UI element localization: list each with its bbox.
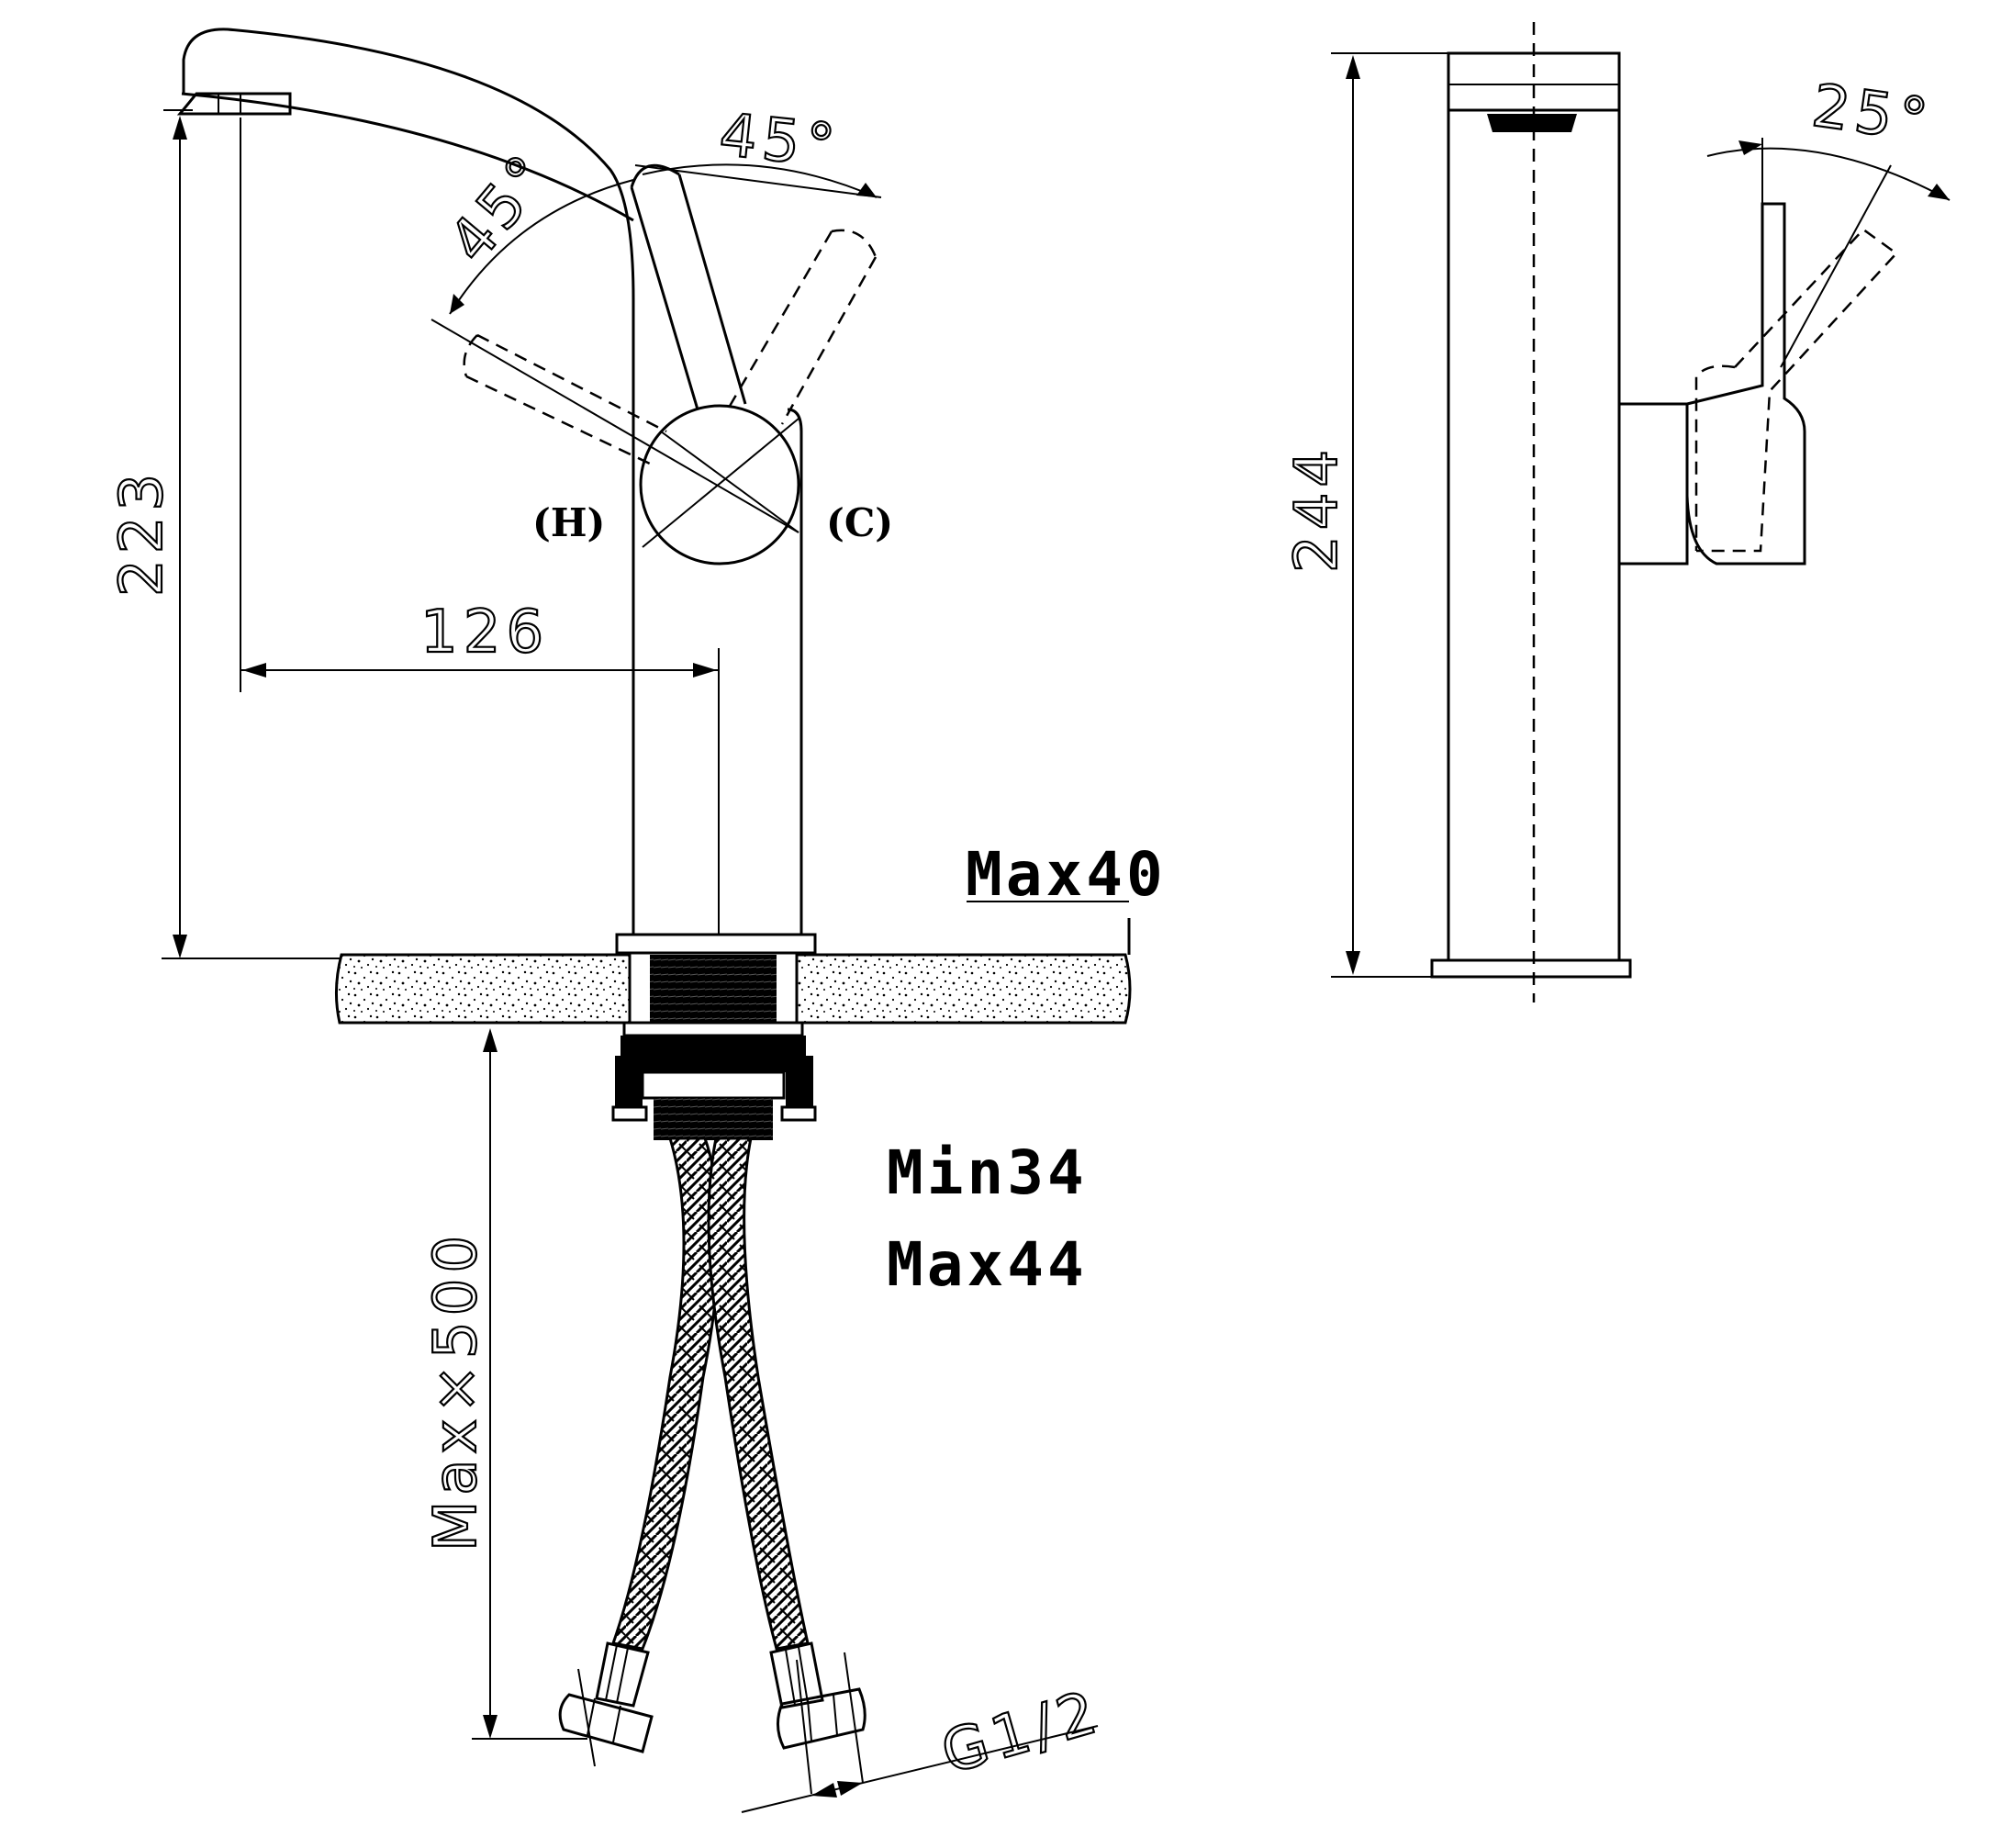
angle-right-label: 45° <box>716 101 843 181</box>
total-height-label: 244 <box>1283 444 1351 573</box>
countertop <box>334 901 1132 1025</box>
dim-reach-126 <box>240 118 719 692</box>
handle-lever <box>430 163 882 566</box>
reach-label: 126 <box>420 599 549 666</box>
hot-label: (H) <box>532 500 605 545</box>
side-handle <box>1617 202 1898 566</box>
connector-label: G1/2 <box>934 1678 1109 1788</box>
front-view: 45° 45° (H) (C) 223 126 Max40 Min34 Max4… <box>107 28 1167 1813</box>
dim-connector <box>741 1725 1099 1813</box>
handle-hub <box>639 404 800 566</box>
flexible-hoses <box>558 1137 866 1795</box>
hose-end-right <box>769 1641 866 1750</box>
dim-angle-side <box>1706 138 1951 368</box>
hose-length-label: Max×500 <box>422 1230 490 1551</box>
faucet-body <box>615 299 817 955</box>
height-label: 223 <box>108 468 176 597</box>
deck-max-label: Max40 <box>966 839 1167 910</box>
thread-min-label: Min34 <box>887 1137 1088 1208</box>
spout <box>176 28 635 300</box>
angle-side-label: 25° <box>1808 73 1937 157</box>
side-view: 25° 244 <box>1282 22 1951 1002</box>
angle-left-label: 45° <box>437 140 566 275</box>
dim-hose-length <box>472 1028 587 1740</box>
cold-label: (C) <box>826 500 893 545</box>
thread-max-label: Max44 <box>887 1229 1088 1300</box>
side-body <box>1430 22 1632 1002</box>
mounting-shank <box>611 951 817 1140</box>
dim-total-height <box>1331 52 1448 978</box>
hose-end-left <box>558 1641 654 1753</box>
angle-dimensions <box>449 163 878 315</box>
